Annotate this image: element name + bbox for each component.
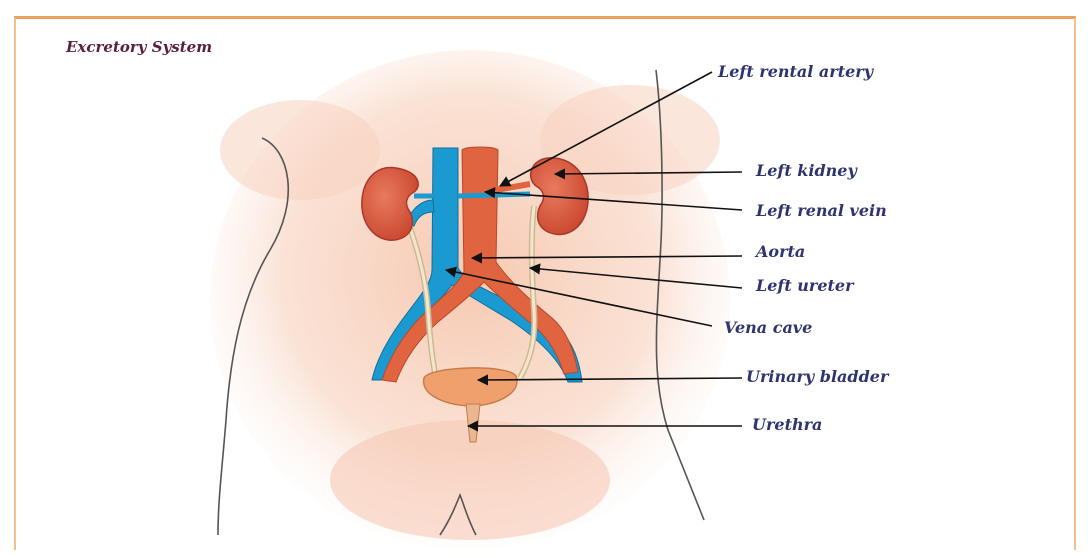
label-left-renal-artery: Left rental artery [718, 62, 873, 81]
label-vena-cava: Vena cave [724, 318, 812, 337]
body-shading [210, 50, 730, 550]
label-left-kidney: Left kidney [756, 161, 857, 180]
label-left-renal-vein: Left renal vein [756, 201, 887, 220]
label-aorta: Aorta [756, 242, 805, 261]
label-urinary-bladder: Urinary bladder [746, 367, 888, 386]
label-urethra: Urethra [752, 415, 822, 434]
label-left-ureter: Left ureter [756, 276, 854, 295]
